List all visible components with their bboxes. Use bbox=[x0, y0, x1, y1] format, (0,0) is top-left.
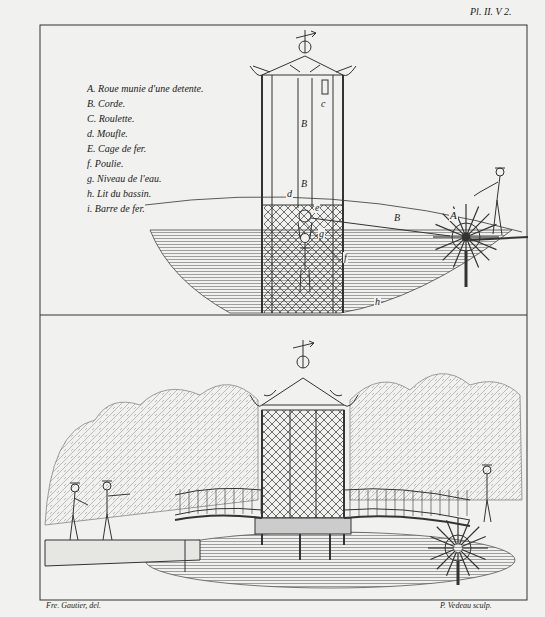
engraver-credit: P. Vedeau sculp. bbox=[440, 602, 492, 611]
baluster bbox=[449, 490, 450, 516]
wheel-spoke bbox=[428, 547, 454, 548]
baluster bbox=[198, 489, 199, 514]
wheel-spoke bbox=[462, 537, 486, 547]
baluster bbox=[422, 490, 423, 516]
legend-line: E. Cage de fer. bbox=[87, 143, 146, 154]
wheel-spoke bbox=[470, 224, 497, 235]
baluster bbox=[207, 489, 208, 514]
callout-letter: A bbox=[449, 209, 458, 221]
baluster bbox=[350, 490, 351, 516]
callout-letter: B bbox=[300, 118, 308, 129]
engraver-credit: Fre. Gautier, del. bbox=[46, 602, 101, 611]
wheel-spoke bbox=[436, 239, 463, 250]
wheel-spoke bbox=[462, 547, 488, 548]
figures bbox=[70, 465, 492, 540]
baluster bbox=[225, 489, 226, 514]
baluster bbox=[216, 489, 217, 514]
baluster bbox=[431, 490, 432, 516]
callout-letter: g bbox=[318, 228, 325, 239]
wheel-spoke bbox=[470, 236, 499, 237]
wheel-spoke bbox=[460, 552, 470, 576]
legend-line: C. Roulette. bbox=[87, 113, 135, 124]
wheel-spoke bbox=[465, 204, 466, 233]
baluster bbox=[395, 490, 396, 516]
baluster bbox=[234, 489, 235, 514]
baluster bbox=[189, 489, 190, 514]
baluster bbox=[440, 490, 441, 516]
callout-letter: B bbox=[300, 178, 308, 189]
legend-line: g. Niveau de l'eau. bbox=[87, 173, 162, 184]
wheel-spoke bbox=[433, 236, 462, 237]
wheel-spoke bbox=[468, 241, 479, 268]
baluster bbox=[261, 489, 262, 514]
legend-line: A. Roue munie d'une detente. bbox=[87, 83, 204, 94]
callout-letter: h bbox=[374, 296, 381, 307]
callout-letter: B bbox=[393, 212, 401, 223]
baluster bbox=[386, 490, 387, 516]
legend-line: B. Corde. bbox=[87, 98, 125, 109]
baluster bbox=[359, 490, 360, 516]
section-view bbox=[145, 30, 528, 313]
legend-line: d. Moufle. bbox=[87, 128, 128, 139]
baluster bbox=[404, 490, 405, 516]
baluster bbox=[243, 489, 244, 514]
baluster bbox=[467, 490, 468, 516]
legend-line: h. Lit du bassin. bbox=[87, 188, 151, 199]
wheel-spoke bbox=[457, 518, 458, 544]
wheel-spoke bbox=[430, 550, 454, 560]
callout-letter: f bbox=[343, 252, 348, 263]
plate-number: Pl. II. V 2. bbox=[470, 6, 511, 17]
perspective-view bbox=[45, 340, 522, 588]
baluster bbox=[377, 490, 378, 516]
legend-line: f. Poulie. bbox=[87, 158, 123, 169]
plate-frame bbox=[40, 25, 527, 600]
baluster bbox=[368, 490, 369, 516]
baluster bbox=[413, 490, 414, 516]
baluster bbox=[458, 490, 459, 516]
baluster bbox=[252, 489, 253, 514]
legend-line: i. Barre de fer. bbox=[87, 203, 145, 214]
callout-letter: e bbox=[314, 202, 320, 213]
callout-letter: c bbox=[320, 98, 326, 109]
wheel-spoke bbox=[447, 520, 457, 544]
callout-letter: d bbox=[286, 188, 293, 199]
baluster bbox=[180, 489, 181, 514]
